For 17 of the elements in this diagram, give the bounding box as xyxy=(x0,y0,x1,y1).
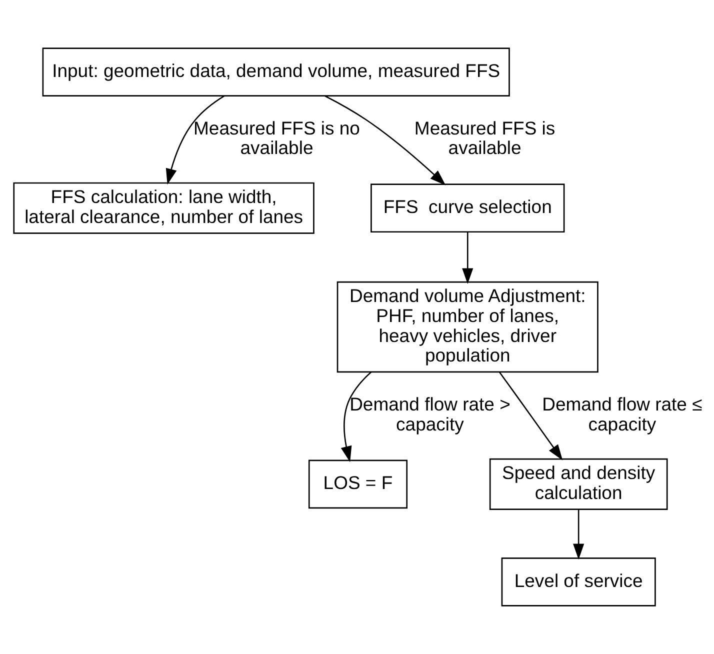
arrow xyxy=(573,510,584,560)
node-box: FFS curve selection xyxy=(370,184,565,233)
node-box: LOS = F xyxy=(308,460,408,509)
node-box: FFS calculation: lane width, lateral clearance, number of lanes xyxy=(13,182,314,234)
arrow xyxy=(166,95,225,185)
arrow xyxy=(340,372,372,462)
node-box: Input: geometric data, demand volume, measured FFS xyxy=(42,48,510,96)
arrow xyxy=(462,232,474,284)
arrow xyxy=(324,95,446,186)
edge-label: Measured FFS is available xyxy=(414,117,556,158)
edge-label: Measured FFS is no available xyxy=(194,117,360,158)
node-box: Demand volume Adjustment: PHF, number of lanes, heavy vehicles, driver population xyxy=(336,281,598,373)
node-box: Level of service xyxy=(501,558,656,606)
edge-label: Demand flow rate > capacity xyxy=(350,393,510,434)
node-box: Speed and density calculation xyxy=(489,458,668,510)
arrow xyxy=(498,372,563,460)
edge-label: Demand flow rate ≤ capacity xyxy=(542,393,702,434)
